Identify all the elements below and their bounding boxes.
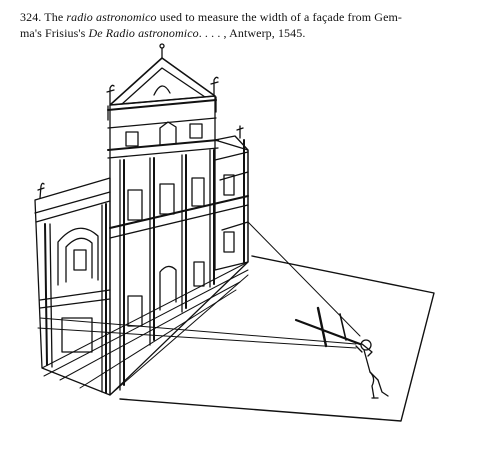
- facade-left-wing: [34, 177, 111, 396]
- book-title: De Radio astronomico: [88, 26, 199, 40]
- caption-line-2: ma's Frisius's De Radio astronomico. . .…: [20, 25, 465, 41]
- caption-line2-end: . . . . , Antwerp, 1545.: [198, 26, 306, 40]
- instrument-name: radio astronomico: [66, 10, 157, 24]
- caption-line2-start: ma's Frisius's: [20, 26, 86, 40]
- facade-center: [107, 95, 249, 396]
- caption-line1-rest: used to measure the width of a façade fr…: [159, 10, 403, 24]
- cross-staff-instrument: [294, 306, 362, 348]
- sight-lines: [37, 221, 361, 349]
- figure-number: 324.: [20, 10, 42, 24]
- facade-base-hatching: [41, 261, 249, 396]
- caption-the: The: [44, 10, 64, 24]
- facade-right-wing: [214, 125, 249, 271]
- caption-line-1: 324. The radio astronomico used to measu…: [20, 9, 465, 25]
- figure-caption: 324. The radio astronomico used to measu…: [20, 9, 465, 41]
- facade-pediment: [106, 43, 219, 121]
- observer-figure: [355, 339, 389, 399]
- ground-plane: [119, 255, 435, 422]
